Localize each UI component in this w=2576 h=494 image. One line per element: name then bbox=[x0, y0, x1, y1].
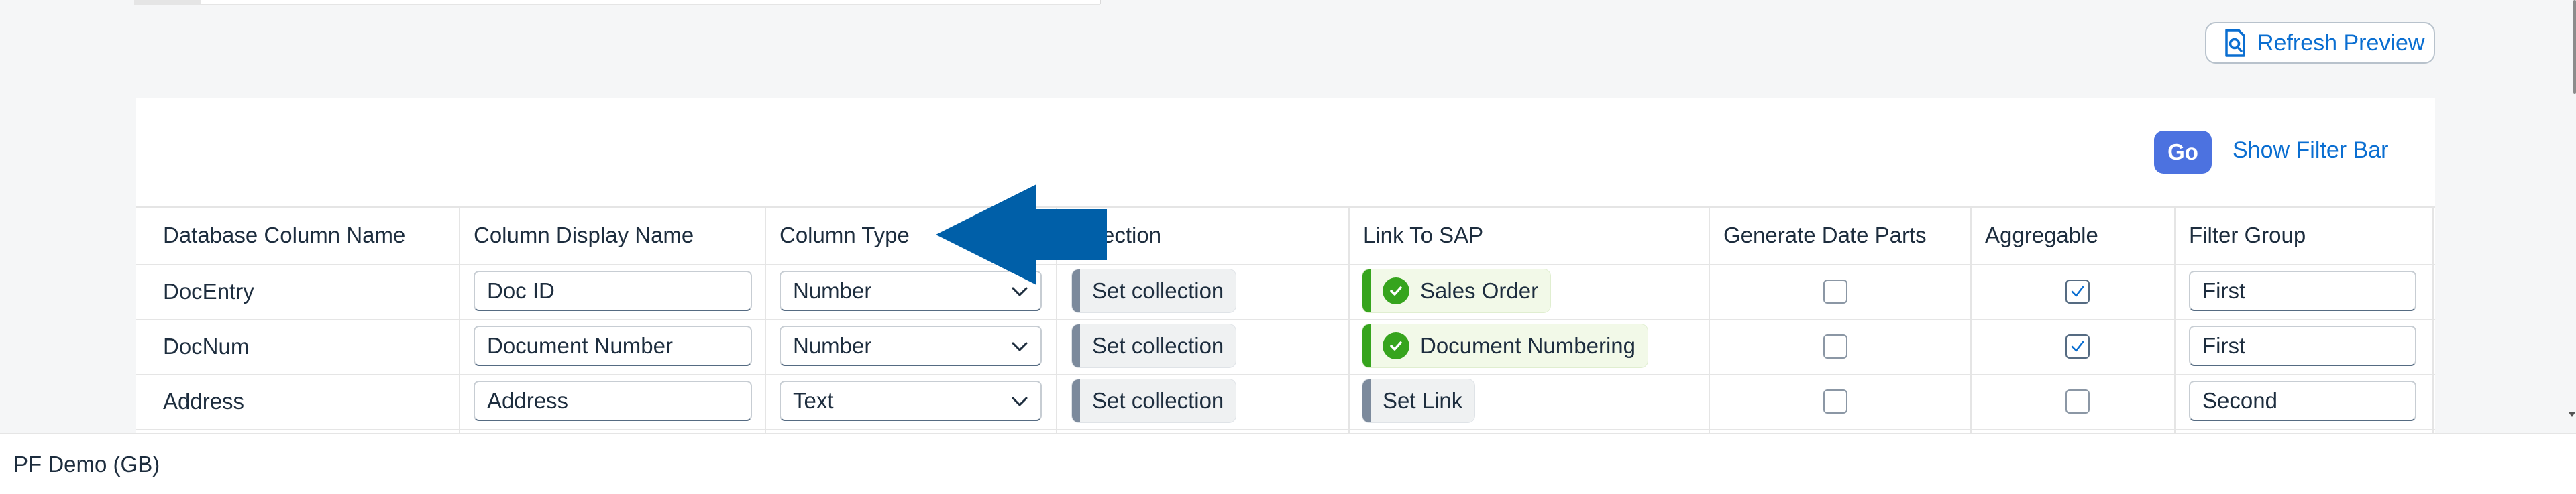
link-to-sap-button[interactable]: Sales Order bbox=[1362, 269, 1551, 312]
column-type-value: Number bbox=[793, 333, 872, 358]
column-type-select[interactable]: Number bbox=[780, 326, 1042, 366]
checkmark-circle-icon bbox=[1383, 277, 1409, 304]
db-column-name: DocNum bbox=[163, 334, 250, 359]
set-collection-label: Set collection bbox=[1092, 333, 1224, 358]
set-collection-button[interactable]: Set collection bbox=[1072, 379, 1236, 422]
set-collection-label: Set collection bbox=[1092, 278, 1224, 303]
column-divider bbox=[1709, 206, 1710, 433]
aggregable-checkbox[interactable] bbox=[2065, 334, 2090, 359]
chevron-down-icon bbox=[1012, 342, 1028, 351]
table-row: DocEntry Doc ID Number Set collection Sa… bbox=[136, 264, 2435, 320]
generate-date-parts-checkbox[interactable] bbox=[1823, 389, 1847, 414]
column-type-value: Number bbox=[793, 278, 872, 303]
column-divider bbox=[2432, 206, 2434, 433]
column-divider bbox=[765, 206, 766, 433]
document-preview-icon bbox=[2225, 29, 2245, 57]
column-divider bbox=[1970, 206, 1972, 433]
set-link-button[interactable]: Set Link bbox=[1362, 379, 1475, 422]
column-divider bbox=[459, 206, 460, 433]
filter-group-input[interactable]: First bbox=[2189, 326, 2416, 366]
scroll-down-arrow-icon[interactable] bbox=[2568, 409, 2576, 420]
set-collection-button[interactable]: Set collection bbox=[1072, 269, 1236, 312]
column-type-select[interactable]: Number bbox=[780, 271, 1042, 311]
header-filter-group: Filter Group bbox=[2189, 223, 2306, 247]
display-name-input[interactable]: Address bbox=[474, 381, 752, 421]
arrow-left-icon bbox=[936, 184, 1107, 285]
set-collection-button[interactable]: Set collection bbox=[1072, 324, 1236, 367]
generate-date-parts-checkbox[interactable] bbox=[1823, 280, 1847, 304]
company-database-label: PF Demo (GB) bbox=[13, 452, 160, 477]
table-panel bbox=[136, 98, 2435, 433]
aggregable-checkbox[interactable] bbox=[2065, 389, 2090, 414]
table-row: DocNum Document Number Number Set collec… bbox=[136, 319, 2435, 375]
columns-table: Database Column Name Column Display Name… bbox=[136, 206, 2435, 433]
set-collection-label: Set collection bbox=[1092, 388, 1224, 413]
link-to-sap-label: Sales Order bbox=[1420, 278, 1539, 303]
db-column-name: DocEntry bbox=[163, 279, 254, 304]
link-to-sap-button[interactable]: Document Numbering bbox=[1362, 324, 1648, 367]
go-button[interactable]: Go bbox=[2154, 131, 2212, 174]
table-row: Address Address Text Set collection Set … bbox=[136, 374, 2435, 430]
header-column-display-name: Column Display Name bbox=[474, 223, 694, 247]
header-database-column-name: Database Column Name bbox=[163, 223, 406, 247]
top-tab[interactable] bbox=[134, 0, 201, 4]
show-filter-bar-link[interactable]: Show Filter Bar bbox=[2233, 137, 2389, 163]
vertical-scrollbar[interactable] bbox=[2573, 0, 2576, 429]
display-name-input[interactable]: Document Number bbox=[474, 326, 752, 366]
refresh-preview-label: Refresh Preview bbox=[2257, 29, 2425, 56]
checkmark-icon bbox=[2071, 286, 2084, 297]
table-header-row: Database Column Name Column Display Name… bbox=[136, 206, 2435, 265]
column-type-select[interactable]: Text bbox=[780, 381, 1042, 421]
chevron-down-icon bbox=[1012, 397, 1028, 406]
filter-group-input[interactable]: First bbox=[2189, 271, 2416, 311]
header-column-type: Column Type bbox=[780, 223, 910, 247]
db-column-name: Address bbox=[163, 389, 245, 414]
status-bar: PF Demo (GB) bbox=[0, 433, 2576, 494]
header-generate-date-parts: Generate Date Parts bbox=[1723, 223, 1927, 247]
header-link-to-sap: Link To SAP bbox=[1363, 223, 1484, 247]
refresh-preview-button[interactable]: Refresh Preview bbox=[2205, 22, 2435, 64]
column-divider bbox=[2174, 206, 2176, 433]
link-to-sap-label: Set Link bbox=[1383, 388, 1463, 413]
chevron-down-icon bbox=[1012, 287, 1028, 296]
link-to-sap-label: Document Numbering bbox=[1420, 333, 1635, 358]
column-divider bbox=[1056, 206, 1057, 433]
column-divider bbox=[1348, 206, 1350, 433]
column-type-value: Text bbox=[793, 388, 834, 413]
scrollbar-thumb[interactable] bbox=[2573, 0, 2576, 94]
generate-date-parts-checkbox[interactable] bbox=[1823, 334, 1847, 359]
header-aggregable: Aggregable bbox=[1985, 223, 2098, 247]
top-tab-strip bbox=[134, 0, 1101, 5]
checkmark-icon bbox=[2071, 341, 2084, 352]
filter-group-input[interactable]: Second bbox=[2189, 381, 2416, 421]
top-tab-separator bbox=[1100, 0, 1101, 4]
aggregable-checkbox[interactable] bbox=[2065, 280, 2090, 304]
checkmark-circle-icon bbox=[1383, 332, 1409, 359]
display-name-input[interactable]: Doc ID bbox=[474, 271, 752, 311]
